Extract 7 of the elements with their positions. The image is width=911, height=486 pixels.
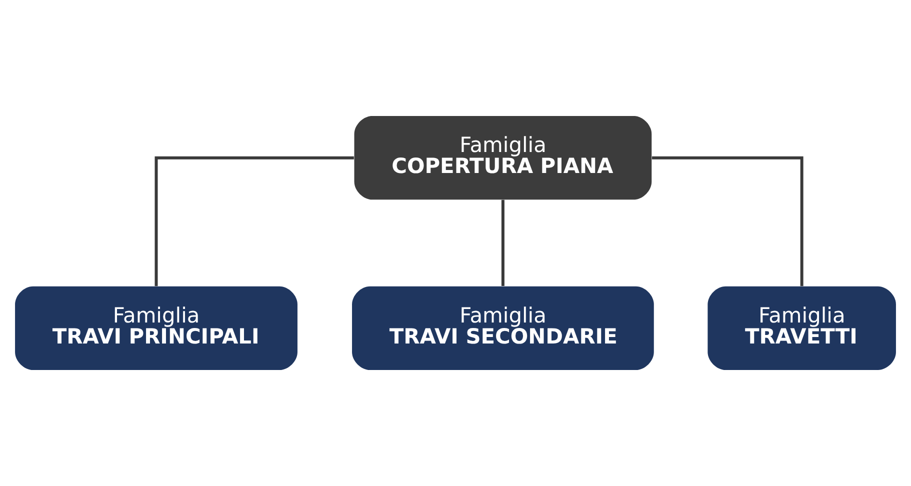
node-box: Famiglia TRAVI PRINCIPALI [15,286,298,370]
connector [652,156,804,286]
connector [501,200,504,286]
node-box: Famiglia COPERTURA PIANA [354,116,652,200]
node-box: Famiglia TRAVETTI [708,286,896,370]
connector [154,156,354,286]
node-box: Famiglia TRAVI SECONDARIE [352,286,654,370]
